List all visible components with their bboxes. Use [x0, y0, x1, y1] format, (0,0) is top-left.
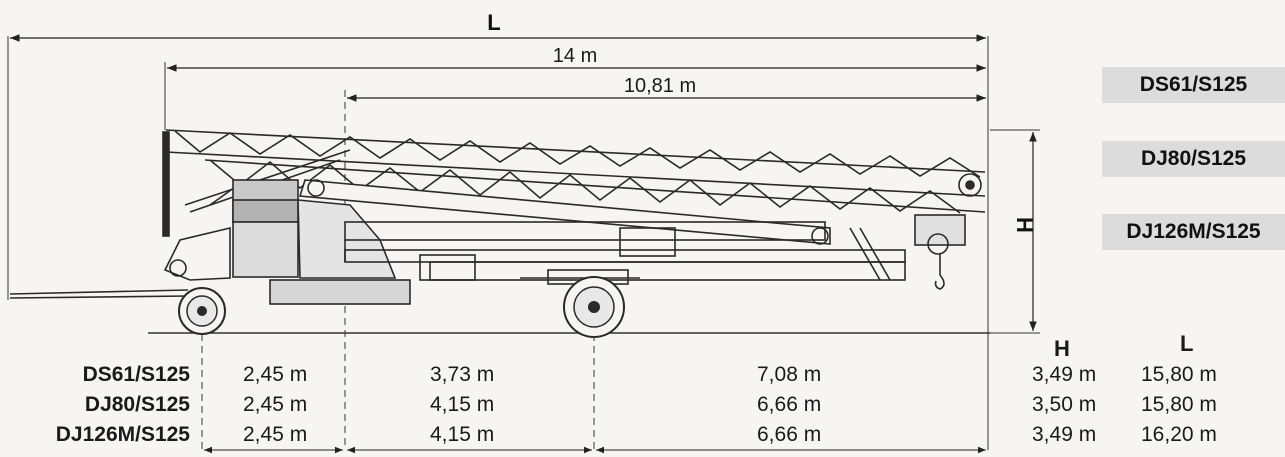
row-h: 3,49 m: [1032, 363, 1097, 386]
reach-label: 10,81 m: [624, 75, 696, 97]
dimension-line-l: L: [7, 10, 989, 340]
table-row: DS61/S125 2,45 m 3,73 m 7,08 m 3,49 m 15…: [0, 360, 1285, 390]
dimension-line-reach: 10,81 m: [347, 75, 986, 102]
row-l: 15,80 m: [1141, 363, 1217, 386]
table-row: DJ80/S125 2,45 m 4,15 m 6,66 m 3,50 m 15…: [0, 390, 1285, 420]
height-label: H: [1012, 217, 1037, 233]
row-model: DJ126M/S125: [55, 423, 190, 446]
column-header-l: L: [1180, 331, 1194, 356]
jib-length-label: 14 m: [553, 45, 597, 67]
row-model: DS61/S125: [82, 363, 190, 386]
table-row: DJ126M/S125 2,45 m 4,15 m 6,66 m 3,49 m …: [0, 420, 1285, 450]
row-h: 3,49 m: [1032, 423, 1097, 446]
total-length-label: L: [487, 10, 500, 35]
row-seg1: 2,45 m: [243, 363, 308, 386]
model-tag-dj126m: DJ126M/S125: [1102, 214, 1285, 250]
row-seg3: 6,66 m: [757, 393, 822, 416]
row-l: 15,80 m: [1141, 393, 1217, 416]
dimension-table: DS61/S125 2,45 m 3,73 m 7,08 m 3,49 m 15…: [0, 352, 1285, 457]
model-tag-dj80: DJ80/S125: [1102, 141, 1285, 177]
front-wheel: [178, 287, 226, 335]
row-model: DJ80/S125: [84, 393, 190, 416]
rear-wheel: [563, 276, 625, 338]
model-tag-ds61: DS61/S125: [1102, 67, 1285, 103]
row-seg3: 7,08 m: [757, 363, 822, 386]
row-seg2: 3,73 m: [430, 363, 495, 386]
column-header-h: H: [1054, 336, 1070, 361]
dimension-line-jib: 14 m: [164, 45, 986, 130]
row-seg2: 4,15 m: [430, 423, 495, 446]
row-seg1: 2,45 m: [243, 423, 308, 446]
row-seg2: 4,15 m: [430, 393, 495, 416]
row-h: 3,50 m: [1032, 393, 1097, 416]
crane-illustration: [9, 129, 986, 305]
row-seg1: 2,45 m: [243, 393, 308, 416]
row-l: 16,20 m: [1141, 423, 1217, 446]
row-seg3: 6,66 m: [757, 423, 822, 446]
dimension-line-height: H: [990, 129, 1040, 334]
